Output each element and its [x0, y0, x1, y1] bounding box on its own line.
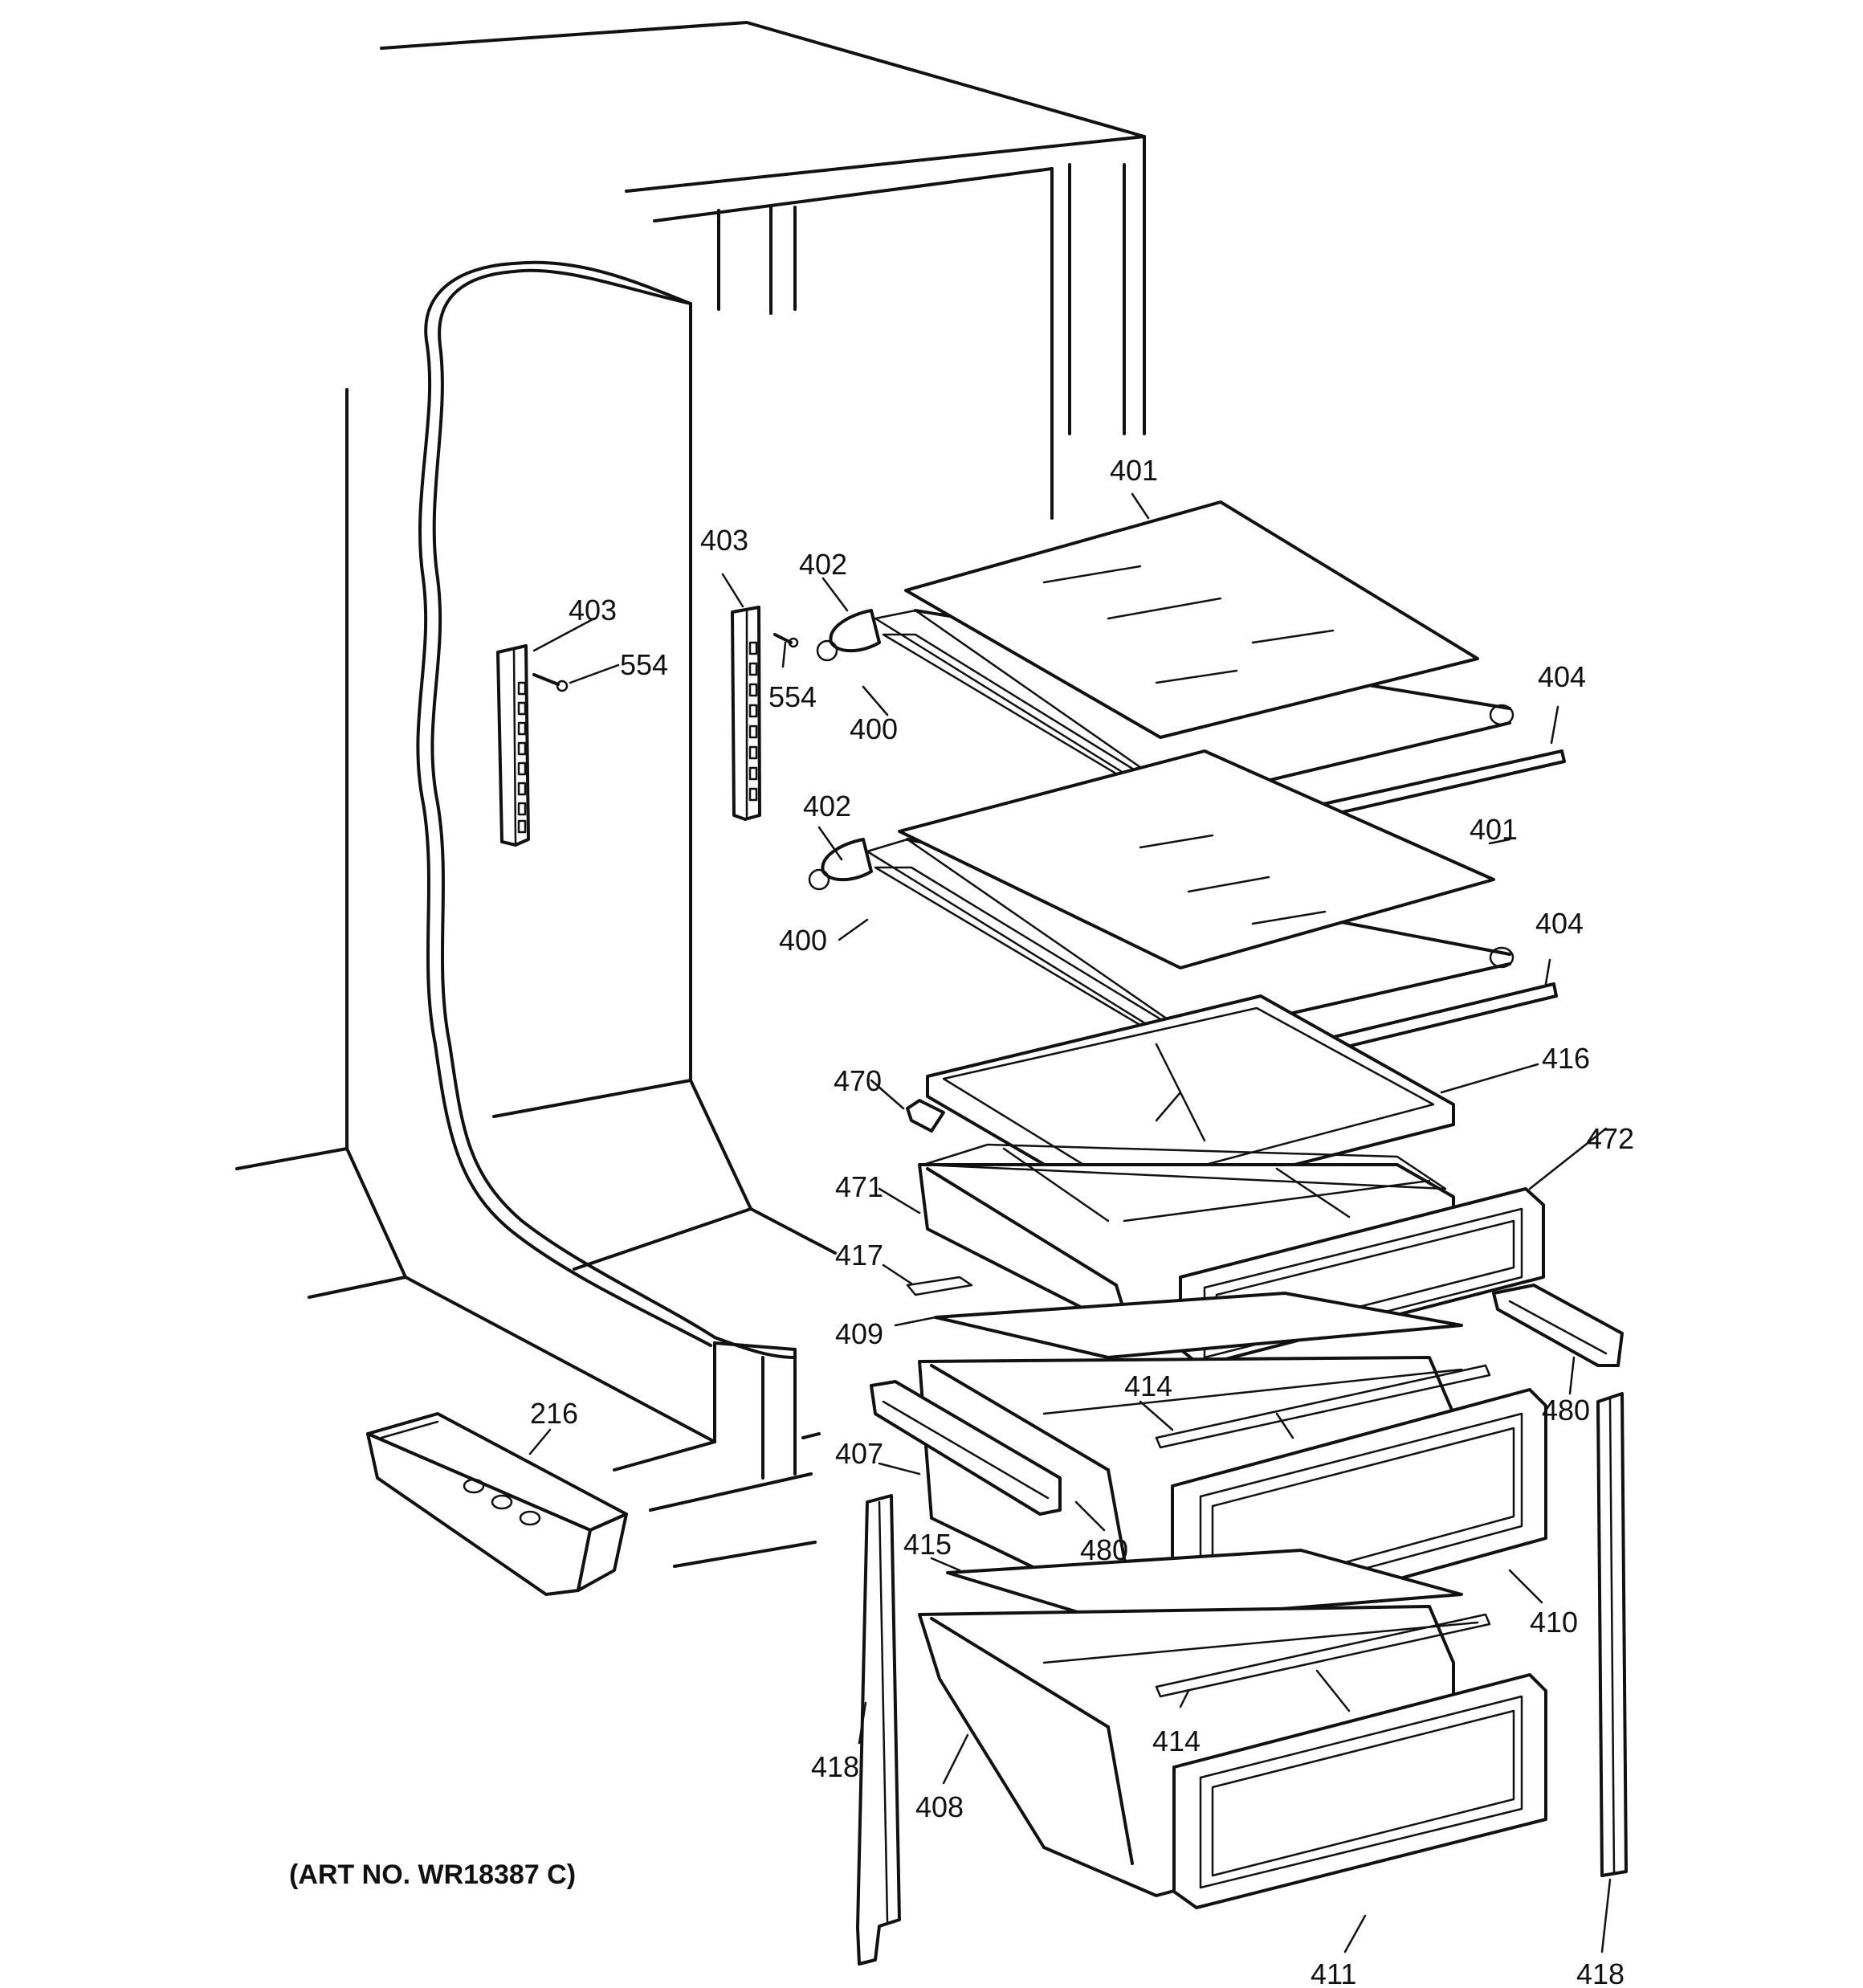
- pan-cover-clip: [906, 1099, 945, 1133]
- label-414-upper: 414: [1124, 1370, 1172, 1402]
- label-400-upper: 400: [850, 712, 898, 745]
- label-414-lower: 414: [1152, 1725, 1201, 1757]
- slide-rail-right-480: [1492, 1284, 1624, 1367]
- label-472: 472: [1586, 1122, 1634, 1155]
- screw-right: [773, 633, 799, 648]
- label-403-left: 403: [569, 594, 617, 627]
- crisper-divider-glass-1: [934, 1292, 1463, 1359]
- label-408: 408: [915, 1790, 964, 1823]
- lower-crisper-drawer-front: [1172, 1673, 1547, 1909]
- label-404-upper: 404: [1538, 660, 1586, 693]
- upper-shelf-glass: [904, 500, 1479, 739]
- door-gasket: [416, 260, 797, 1359]
- lower-shelf-glass: [898, 749, 1495, 970]
- label-216: 216: [530, 1397, 578, 1430]
- leader-lines: [528, 492, 1612, 1953]
- pan-rail-414: [1155, 1364, 1491, 1698]
- pan-support-right: [1596, 1392, 1628, 1877]
- label-400-lower: 400: [779, 924, 827, 957]
- label-418-right: 418: [1576, 1957, 1625, 1988]
- art-number-caption: (ART NO. WR18387 C): [289, 1859, 576, 1890]
- crisper-rail-417: [906, 1276, 973, 1296]
- label-416: 416: [1542, 1042, 1590, 1075]
- label-417: 417: [835, 1239, 883, 1272]
- label-404-lower: 404: [1535, 907, 1584, 940]
- label-554-left: 554: [620, 648, 668, 681]
- label-410: 410: [1530, 1606, 1578, 1639]
- label-415: 415: [903, 1528, 952, 1561]
- utility-bin-216: [366, 1412, 628, 1596]
- label-407: 407: [835, 1437, 883, 1470]
- label-470: 470: [834, 1064, 882, 1097]
- label-402-lower: 402: [803, 790, 851, 823]
- shelf-rail-right: [731, 606, 761, 821]
- pan-cover: [926, 994, 1455, 1210]
- label-401-lower: 401: [1470, 813, 1518, 846]
- label-401-upper: 401: [1110, 454, 1158, 487]
- label-471: 471: [835, 1170, 883, 1203]
- label-418-left: 418: [811, 1750, 859, 1783]
- label-411: 411: [1311, 1957, 1356, 1988]
- label-480-right: 480: [1542, 1394, 1590, 1427]
- label-403-right: 403: [700, 524, 748, 557]
- screw-left: [532, 673, 569, 692]
- label-402-upper: 402: [799, 548, 847, 581]
- crisper-divider-glass-2: [946, 1549, 1463, 1624]
- pan-support-left: [856, 1494, 901, 1966]
- cabinet-outline: [235, 21, 1146, 1568]
- label-480-left: 480: [1080, 1533, 1128, 1566]
- shelf-rail-left: [496, 644, 530, 847]
- slide-rail-left-407: [870, 1380, 1062, 1516]
- label-409: 409: [835, 1317, 883, 1350]
- label-554-right: 554: [768, 680, 817, 713]
